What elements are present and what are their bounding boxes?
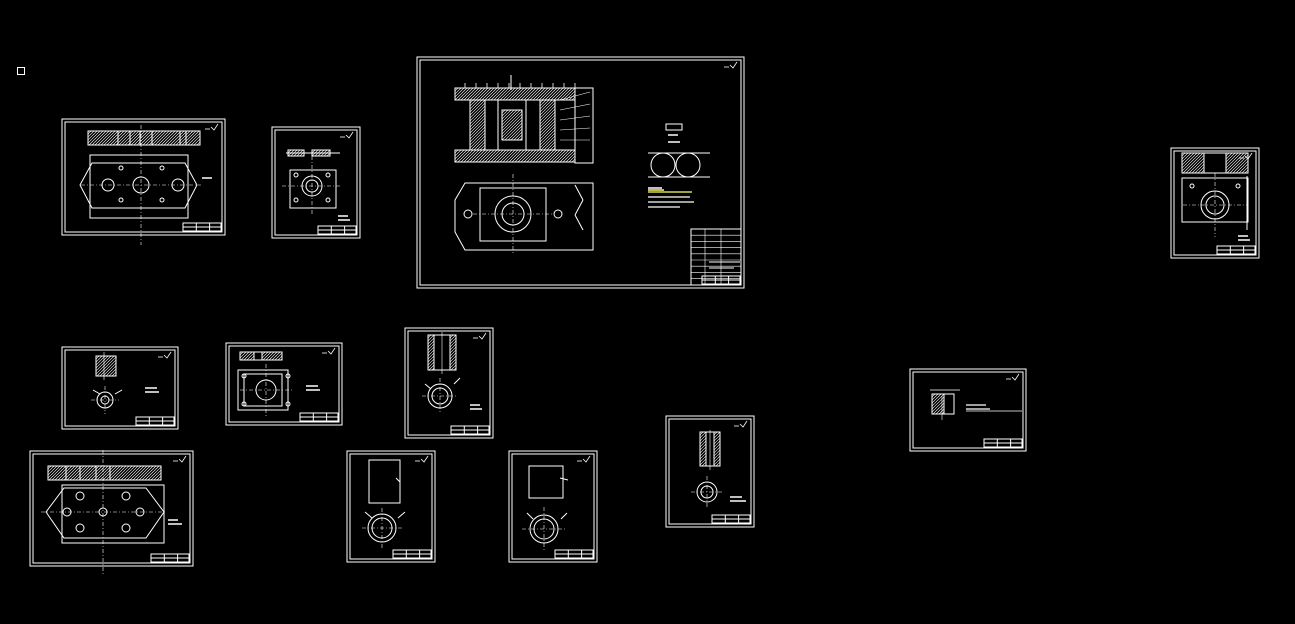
sheet-round-3[interactable]: [665, 415, 755, 528]
sheet-detail-a[interactable]: [61, 346, 179, 430]
sheet-plate-small[interactable]: [271, 126, 361, 239]
sheet-plate-bottom-left[interactable]: [29, 450, 194, 574]
sheet-plate-top-left[interactable]: [61, 118, 226, 245]
sheet-round-1[interactable]: [346, 450, 436, 563]
ucs-square-icon[interactable]: [17, 67, 25, 75]
sheet-part-right-top[interactable]: [1162, 147, 1265, 259]
sheet-round-2[interactable]: [508, 450, 598, 563]
sheet-detail-c[interactable]: [393, 327, 494, 439]
sheet-detail-b[interactable]: [225, 342, 343, 426]
sheet-profile-right[interactable]: [909, 368, 1027, 452]
sheet-assembly-main[interactable]: [416, 56, 745, 289]
